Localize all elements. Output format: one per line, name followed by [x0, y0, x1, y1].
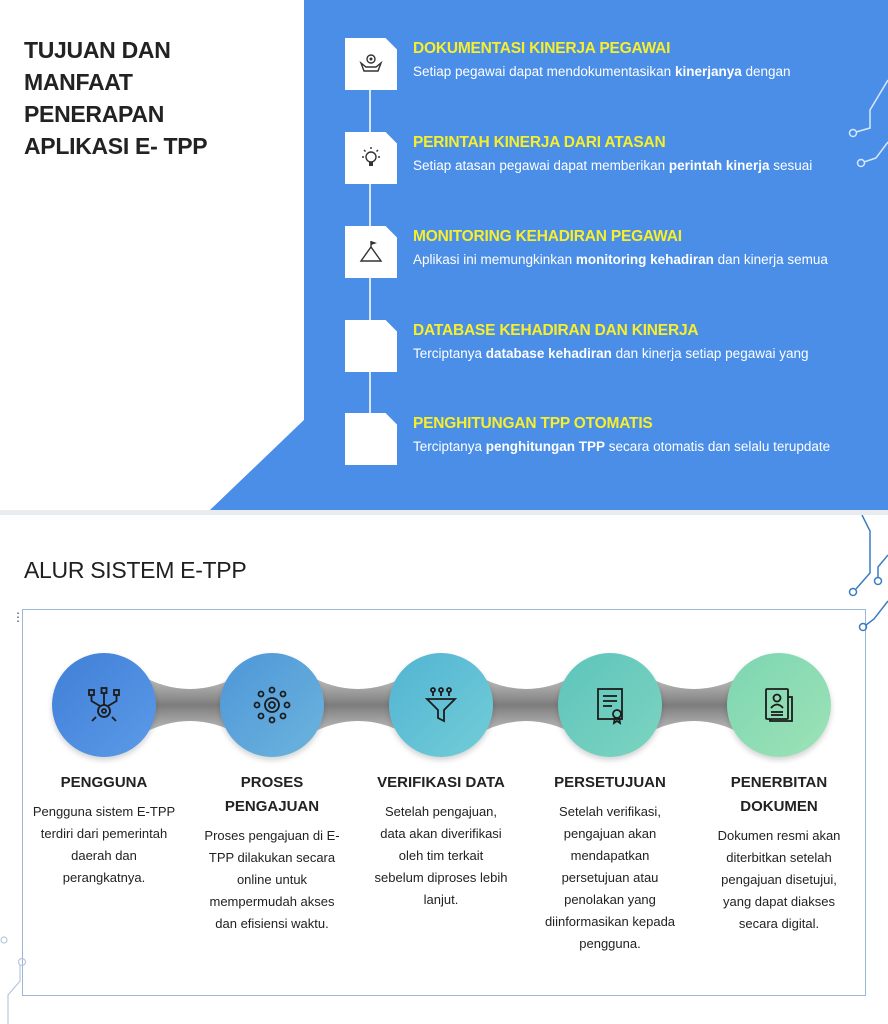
benefit-desc: Aplikasi ini memungkinkan monitoring keh…: [413, 252, 828, 267]
step-desc-pengguna: Pengguna sistem E-TPP terdiri dari pemer…: [32, 804, 176, 885]
lightbulb-icon: [345, 132, 397, 184]
selection-frame[interactable]: [22, 609, 866, 996]
network-gear-icon: [88, 687, 120, 722]
step-title-verifikasi-data: VERIFIKASI DATA: [377, 774, 505, 791]
flow-connectors: [140, 675, 744, 735]
step-desc-penerbitan-dokumen: Dokumen resmi akan diterbitkan setelah p…: [717, 828, 841, 931]
slide-tujuan-manfaat: TUJUAN DAN MANFAAT PENERAPAN APLIKASI E-…: [0, 0, 888, 510]
step-title-penerbitan-dokumen: PENERBITAN DOKUMEN: [730, 774, 828, 815]
step-title-pengguna: PENGGUNA: [60, 774, 148, 791]
step-desc-verifikasi-data: Setelah pengajuan, data akan diverifikas…: [374, 804, 508, 907]
benefit-title: PERINTAH KINERJA DARI ATASAN: [413, 134, 666, 151]
step-circle-persetujuan: [558, 653, 662, 757]
blank-icon: [345, 413, 397, 465]
circuit-decoration-icon: [848, 79, 888, 168]
slide-alur-sistem: ALUR SISTEM E-TPP ⋮: [0, 515, 888, 1024]
blue-panel: [304, 0, 888, 510]
benefit-title: MONITORING KEHADIRAN PEGAWAI: [413, 228, 682, 245]
benefit-item-database: DATABASE KEHADIRAN DAN KINERJA Terciptan…: [345, 320, 885, 376]
step-title-persetujuan: PERSETUJUAN: [554, 774, 666, 791]
step-desc-persetujuan: Setelah verifikasi, pengajuan akan menda…: [544, 804, 676, 951]
benefit-desc: Setiap pegawai dapat mendokumentasikan k…: [413, 64, 791, 79]
flag-mountain-icon: [345, 226, 397, 278]
circuit-decoration-icon: [0, 936, 27, 1024]
benefit-title: DATABASE KEHADIRAN DAN KINERJA: [413, 322, 699, 339]
step-circle-penerbitan-dokumen: [727, 653, 831, 757]
benefit-item-penghitungan: PENGHITUNGAN TPP OTOMATIS Terciptanya pe…: [345, 413, 885, 469]
step-circle-pengguna: [52, 653, 156, 757]
hand-gear-icon: [345, 38, 397, 90]
slide2-title: ALUR SISTEM E-TPP: [24, 557, 247, 583]
benefit-desc: Terciptanya database kehadiran dan kiner…: [413, 346, 809, 361]
benefit-item-dokumentasi: DOKUMENTASI KINERJA PEGAWAI Setiap pegaw…: [345, 38, 885, 94]
slide1-title: TUJUAN DAN MANFAAT PENERAPAN APLIKASI E-…: [24, 37, 208, 159]
filter-icon: [424, 687, 458, 723]
step-title-proses-pengajuan: PROSES PENGAJUAN: [224, 774, 320, 815]
blank-icon: [345, 320, 397, 372]
benefit-item-perintah: PERINTAH KINERJA DARI ATASAN Setiap atas…: [345, 132, 885, 188]
circuit-decoration-icon: [848, 515, 888, 632]
benefit-desc: Setiap atasan pegawai dapat memberikan p…: [413, 158, 813, 173]
document-id-icon: [765, 688, 793, 722]
benefit-title: PENGHITUNGAN TPP OTOMATIS: [413, 415, 653, 432]
step-desc-proses-pengajuan: Proses pengajuan di E- TPP dilakukan sec…: [204, 828, 340, 931]
benefit-title: DOKUMENTASI KINERJA PEGAWAI: [413, 40, 671, 57]
benefit-desc: Terciptanya penghitungan TPP secara otom…: [413, 439, 831, 454]
decorative-triangle: [210, 418, 306, 510]
gear-network-icon: [253, 686, 291, 724]
step-circle-verifikasi-data: [389, 653, 493, 757]
benefit-item-monitoring: MONITORING KEHADIRAN PEGAWAI Aplikasi in…: [345, 226, 885, 282]
drag-handle-icon[interactable]: ⋮: [12, 610, 24, 624]
step-circle-proses-pengajuan: [220, 653, 324, 757]
certificate-icon: [597, 688, 623, 725]
